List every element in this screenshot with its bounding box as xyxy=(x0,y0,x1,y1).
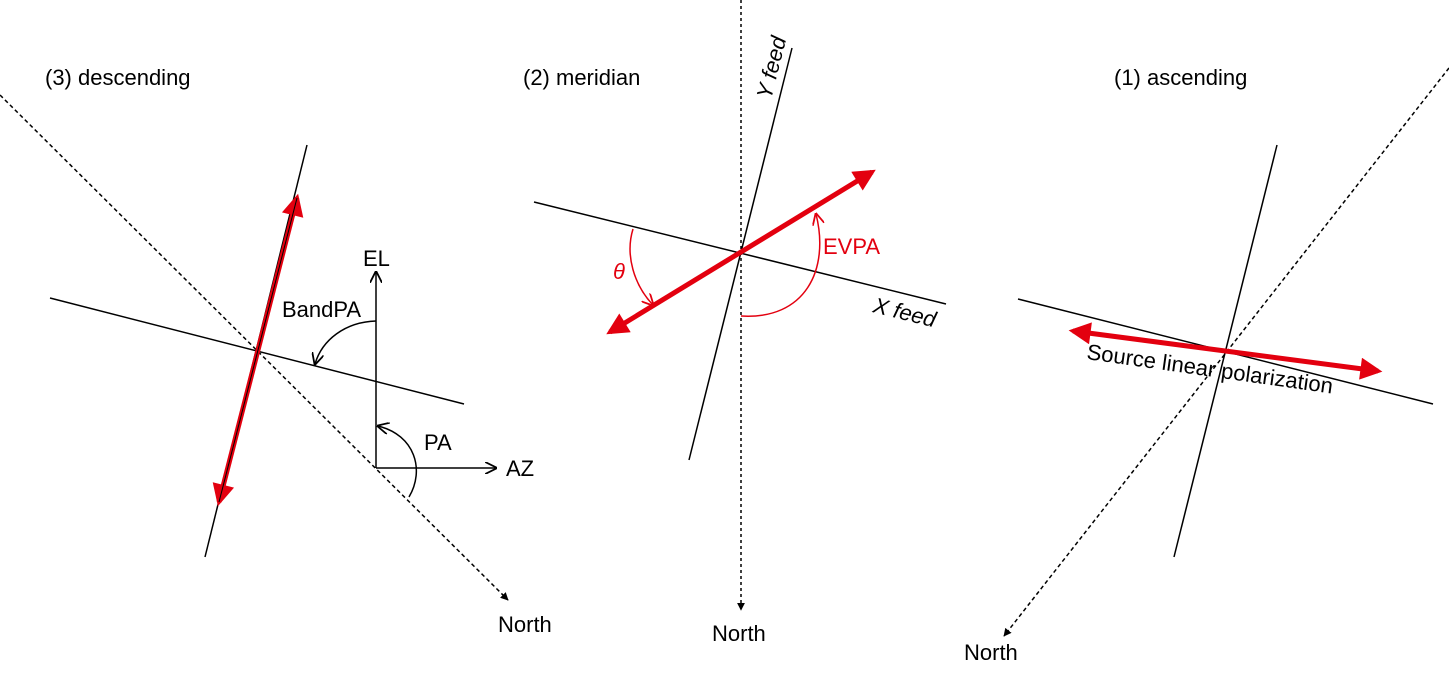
x-feed-label: X feed xyxy=(870,292,939,332)
panel-ascending: (1) ascending North Source linear polari… xyxy=(964,65,1449,665)
pa-angle-arc xyxy=(378,426,418,498)
panel-title-descending: (3) descending xyxy=(45,65,191,90)
el-label: EL xyxy=(363,246,390,271)
panel-title-ascending: (1) ascending xyxy=(1114,65,1247,90)
north-direction-dashed-arrow xyxy=(0,94,509,601)
panel-title-meridian: (2) meridian xyxy=(523,65,640,90)
pa-label: PA xyxy=(424,430,452,455)
north-label-meridian: North xyxy=(712,621,766,646)
source-polarization-arrow-ascending xyxy=(1068,322,1383,380)
north-label-ascending: North xyxy=(964,640,1018,665)
theta-angle-arc xyxy=(629,228,653,305)
theta-label: θ xyxy=(613,259,625,284)
panel-descending: (3) descending North EL AZ PA BandPA xyxy=(0,65,552,637)
evpa-angle-arc xyxy=(740,214,820,317)
evpa-label: EVPA xyxy=(823,234,880,259)
north-label-descending: North xyxy=(498,612,552,637)
az-label: AZ xyxy=(506,456,534,481)
bandpa-angle-arc xyxy=(315,320,377,364)
y-feed-label: Y feed xyxy=(752,33,792,101)
y-feed-overlay-line xyxy=(218,197,298,503)
bandpa-label: BandPA xyxy=(282,297,361,322)
panel-meridian: (2) meridian North Y feed X feed θ EVPA xyxy=(523,0,947,646)
